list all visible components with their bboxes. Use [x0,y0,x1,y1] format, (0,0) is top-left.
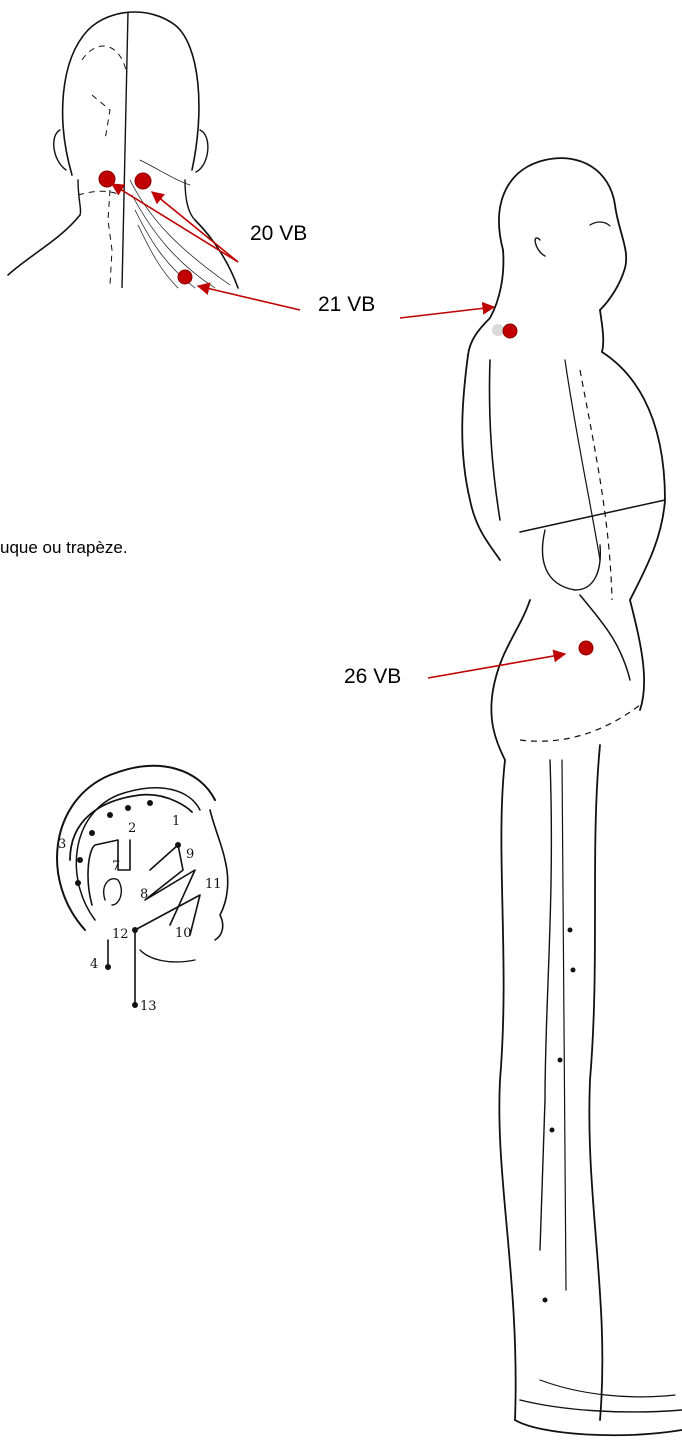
point-20vb-right [135,173,151,189]
side-head-number-12: 12 [112,927,129,942]
side-head-number-3: 3 [58,837,66,852]
label-20vb: 20 VB [250,222,307,246]
label-21vb: 21 VB [318,293,375,317]
label-26vb: 26 VB [344,665,401,689]
standing-figure [462,158,682,1435]
side-head-number-7: 7 [112,859,120,874]
point-26vb [579,641,593,655]
side-head-number-11: 11 [205,877,222,892]
side-head-number-13: 13 [140,999,157,1014]
arrow-20vb-a [112,184,238,262]
side-head-number-9: 9 [186,847,194,862]
back-head-figure [8,12,238,288]
side-head-number-8: 8 [140,887,148,902]
text-fragment: uque ou trapèze. [0,538,128,558]
point-21vb-neck [178,270,192,284]
arrow-21vb-shoulder [400,307,494,318]
side-head-number-4: 4 [90,957,98,972]
side-head-number-10: 10 [175,926,192,941]
side-head-number-1: 1 [172,814,180,829]
arrow-20vb-b [152,192,238,262]
point-21vb-shoulder [503,324,517,338]
side-head-number-2: 2 [128,821,136,836]
arrow-21vb-neck [198,286,300,310]
point-21vb-halo [492,324,504,336]
side-head-numbers: 123478910111213 [58,814,222,1014]
